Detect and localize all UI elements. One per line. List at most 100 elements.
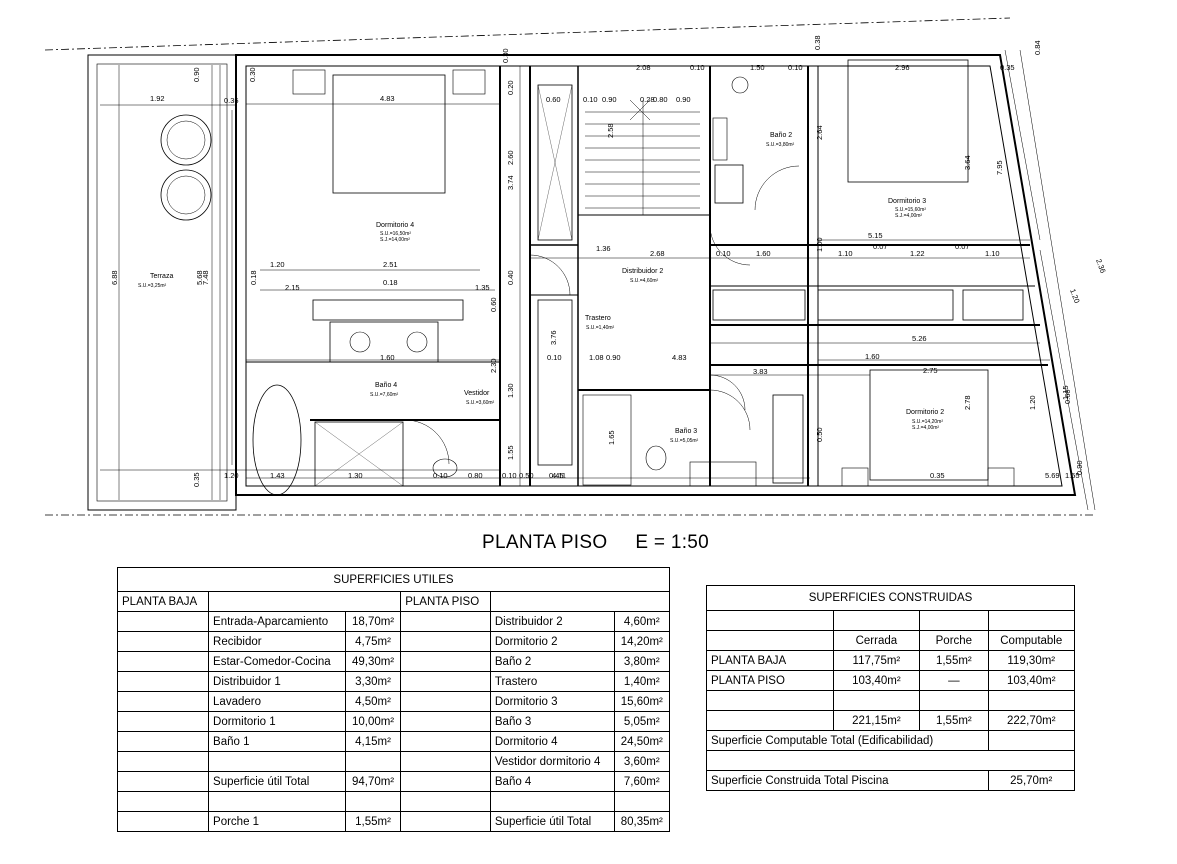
table-cell: 1,55m² <box>919 650 989 671</box>
table-cell: 80,35m² <box>613 811 671 832</box>
table-cell: 5,05m² <box>613 711 671 732</box>
plan-title: PLANTA PISO E = 1:50 <box>482 532 710 553</box>
table-cell: 4,60m² <box>613 611 671 632</box>
table-cell: Entrada-Aparcamiento <box>208 611 346 632</box>
dimension-label: 0.90 <box>606 353 621 362</box>
dimension-label: 0.30 <box>501 48 510 63</box>
table-cell <box>208 751 346 772</box>
dimension-label: 2.30 <box>489 358 498 373</box>
table-cell: 3,60m² <box>613 751 671 772</box>
room-label-bano-4: Baño 4 <box>375 382 397 389</box>
table-cell <box>400 791 491 812</box>
dimension-label: 0.80 <box>468 471 483 480</box>
table-cell: Recibidor <box>208 631 346 652</box>
table-cell: 3,80m² <box>613 651 671 672</box>
superficies-utiles-table: SUPERFICIES UTILES PLANTA BAJA PLANTA PI… <box>116 567 671 832</box>
superficies-construidas-table: SUPERFICIES CONSTRUIDAS Cerrada Porche C… <box>706 585 1076 791</box>
table-cell <box>116 611 210 632</box>
table-cell <box>116 651 210 672</box>
table-cell: 117,75m² <box>832 650 921 671</box>
dimension-label: 0.38 <box>813 35 822 50</box>
dimension-label: 2.64 <box>815 125 824 140</box>
room-area-trastero: S.U.=1,40m² <box>586 325 615 331</box>
table-cell <box>706 690 834 711</box>
dimension-label: 0.84 <box>1033 40 1042 55</box>
room-label-terraza: Terraza <box>150 273 173 280</box>
dimension-label: 0.35 <box>224 96 239 105</box>
table-cell <box>400 671 491 692</box>
table-cell: 7,60m² <box>613 771 671 792</box>
table-cell <box>400 691 491 712</box>
dimension-label: 3.74 <box>506 175 515 190</box>
col-planta-baja: PLANTA BAJA <box>116 591 210 612</box>
dimension-label: 7.48 <box>201 270 210 285</box>
room-area-vestidor: S.U.=3,60m² <box>466 400 495 406</box>
table-cell <box>116 731 210 752</box>
dimension-label: 3.83 <box>753 367 768 376</box>
col-planta-piso: PLANTA PISO <box>400 591 491 612</box>
table-cell: PLANTA BAJA <box>706 650 834 671</box>
table-cell <box>116 751 210 772</box>
table-cell <box>832 690 921 711</box>
table-cell: Dormitorio 2 <box>489 631 615 652</box>
room-area-dormitorio-4-sj: S.J.=14,00m² <box>380 237 410 243</box>
dimension-label: 6.88 <box>110 270 119 285</box>
dimension-label: 0.45 <box>549 471 564 480</box>
dimension-label: 0.90 <box>192 67 201 82</box>
dimension-label: 2.75 <box>923 366 938 375</box>
piscina-label: Superficie Construida Total Piscina <box>706 770 989 791</box>
table-cell <box>400 751 491 772</box>
dimension-label: 2.08 <box>636 63 651 72</box>
dimension-label: 1.60 <box>865 352 880 361</box>
dimension-label: 0.10 <box>547 353 562 362</box>
dimension-label: 0.50 <box>815 427 824 442</box>
table-cell: Trastero <box>489 671 615 692</box>
dimension-label: 1.92 <box>150 94 165 103</box>
dimension-label: 1.15 <box>1061 385 1070 400</box>
table-cell: PLANTA PISO <box>706 670 834 691</box>
dimension-label: 1.55 <box>1065 471 1080 480</box>
room-label-dormitorio-3: Dormitorio 3 <box>888 198 926 205</box>
table-cell <box>208 791 346 812</box>
col-cerrada: Cerrada <box>832 630 921 651</box>
table-cell <box>400 811 491 832</box>
dimension-label: 1.50 <box>750 63 765 72</box>
dimension-label: 0.90 <box>676 95 691 104</box>
dimension-label: 0.80 <box>653 95 668 104</box>
dimension-label: 1.55 <box>506 445 515 460</box>
table-cell <box>116 631 210 652</box>
room-area-bano-3: S.U.=5,05m² <box>670 438 699 444</box>
dimension-label: 1.43 <box>270 471 285 480</box>
table-cell: 1,40m² <box>613 671 671 692</box>
dimension-label: 1.20 <box>1068 288 1081 305</box>
table-cell <box>400 631 491 652</box>
table-cell <box>400 611 491 632</box>
dimension-label: 2.68 <box>650 249 665 258</box>
dimension-label: 1.20 <box>270 260 285 269</box>
dimension-label: 2.96 <box>895 63 910 72</box>
dimension-label: 7.95 <box>995 160 1004 175</box>
table-cell: Estar-Comedor-Cocina <box>208 651 346 672</box>
table-cell: 14,20m² <box>613 631 671 652</box>
table-cell: Distribuidor 1 <box>208 671 346 692</box>
room-label-trastero: Trastero <box>585 315 611 322</box>
dimension-label: 5.69 <box>1045 471 1060 480</box>
room-label-vestidor: Vestidor <box>464 390 490 397</box>
room-area-dormitorio-3-sj: S.J.=4,00m² <box>895 213 922 219</box>
room-area-dormitorio-3-su: S.U.=15,60m² <box>895 207 926 213</box>
table-cell: 119,30m² <box>987 650 1076 671</box>
table-cell: 49,30m² <box>344 651 402 672</box>
dimension-label: 0.18 <box>249 270 258 285</box>
dimension-label: 2.36 <box>1094 258 1107 275</box>
dimension-label: 4.11 <box>552 471 566 480</box>
table-cell: 10,00m² <box>344 711 402 732</box>
dimension-label: 1.60 <box>756 249 771 258</box>
room-area-distribuidor-2: S.U.=4,60m² <box>630 278 659 284</box>
table-cell: Distribuidor 2 <box>489 611 615 632</box>
